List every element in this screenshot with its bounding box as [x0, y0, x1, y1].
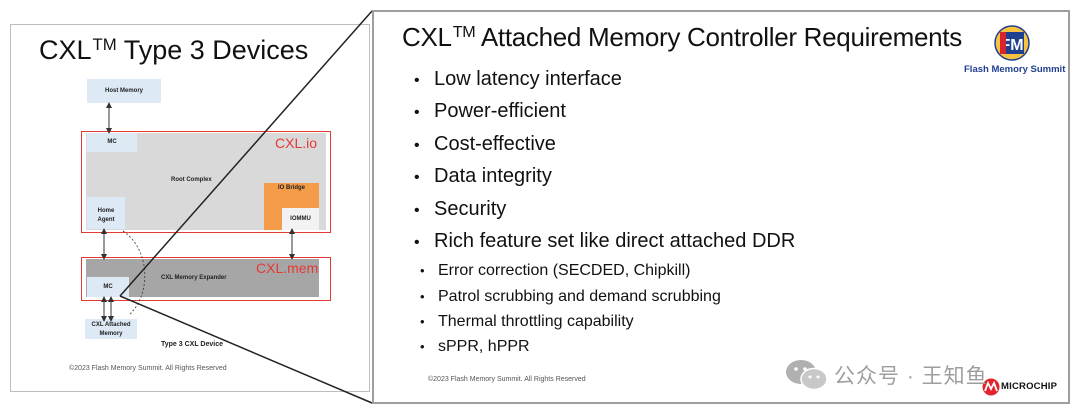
host-memory-box: Host Memory: [87, 79, 161, 103]
right-slide: CXLTM Attached Memory Controller Require…: [372, 10, 1070, 404]
home-agent-box: [87, 197, 125, 229]
root-complex-label: Root Complex: [171, 177, 212, 183]
sub-bullet-item: •Thermal throttling capability: [420, 313, 634, 330]
watermark-text: 公众号 · 王知鱼: [834, 365, 988, 388]
cxl-mem-region: [81, 257, 331, 301]
sub-bullet-item: •sPPR, hPPR: [420, 338, 530, 355]
bullet-item: •Low latency interface: [414, 68, 622, 90]
microchip-logo-icon: [982, 378, 1000, 396]
right-slide-title: CXLTM Attached Memory Controller Require…: [402, 22, 962, 52]
left-slide-title: CXLTM Type 3 Devices: [39, 35, 309, 66]
device-caption: Type 3 CXL Device: [161, 341, 223, 348]
bullet-item: •Power-efficient: [414, 100, 566, 122]
mc-top-box: MC: [87, 133, 137, 152]
fms-logo: FM Flash Memory Summit: [964, 24, 1066, 84]
fms-logo-icon: FM: [994, 25, 1030, 61]
sub-bullet-item: •Error correction (SECDED, Chipkill): [420, 262, 691, 279]
svg-text:FM: FM: [1000, 37, 1023, 54]
mc-bottom-box: MC: [87, 277, 129, 297]
right-copyright: ©2023 Flash Memory Summit. All Rights Re…: [428, 376, 586, 383]
cxl-mem-label: CXL.mem: [256, 260, 319, 276]
bullet-item: •Security: [414, 198, 507, 220]
bullet-item: •Data integrity: [414, 165, 552, 187]
cxl-io-label: CXL.io: [275, 135, 318, 151]
left-copyright: ©2023 Flash Memory Summit. All Rights Re…: [69, 365, 227, 372]
iommu-box: IOMMU: [282, 208, 319, 230]
left-slide: CXLTM Type 3 Devices Host Memory MC CXL.…: [10, 24, 370, 392]
wechat-icon: [786, 360, 828, 391]
cxl-io-region: [81, 131, 331, 233]
fms-logo-text: Flash Memory Summit: [964, 64, 1066, 75]
microchip-logo: MICROCHIP: [982, 376, 1068, 398]
io-bridge-label: IO Bridge: [277, 185, 305, 191]
bullet-item: •Rich feature set like direct attached D…: [414, 230, 796, 252]
bullet-item: •Cost-effective: [414, 133, 556, 155]
microchip-logo-text: MICROCHIP: [1001, 381, 1058, 392]
sub-bullet-item: •Patrol scrubbing and demand scrubbing: [420, 288, 721, 305]
left-diagram-connectors: [101, 102, 295, 322]
cxl-memory-expander-label: CXL Memory Expander: [161, 275, 227, 281]
home-agent-dashed-path: [122, 230, 146, 316]
